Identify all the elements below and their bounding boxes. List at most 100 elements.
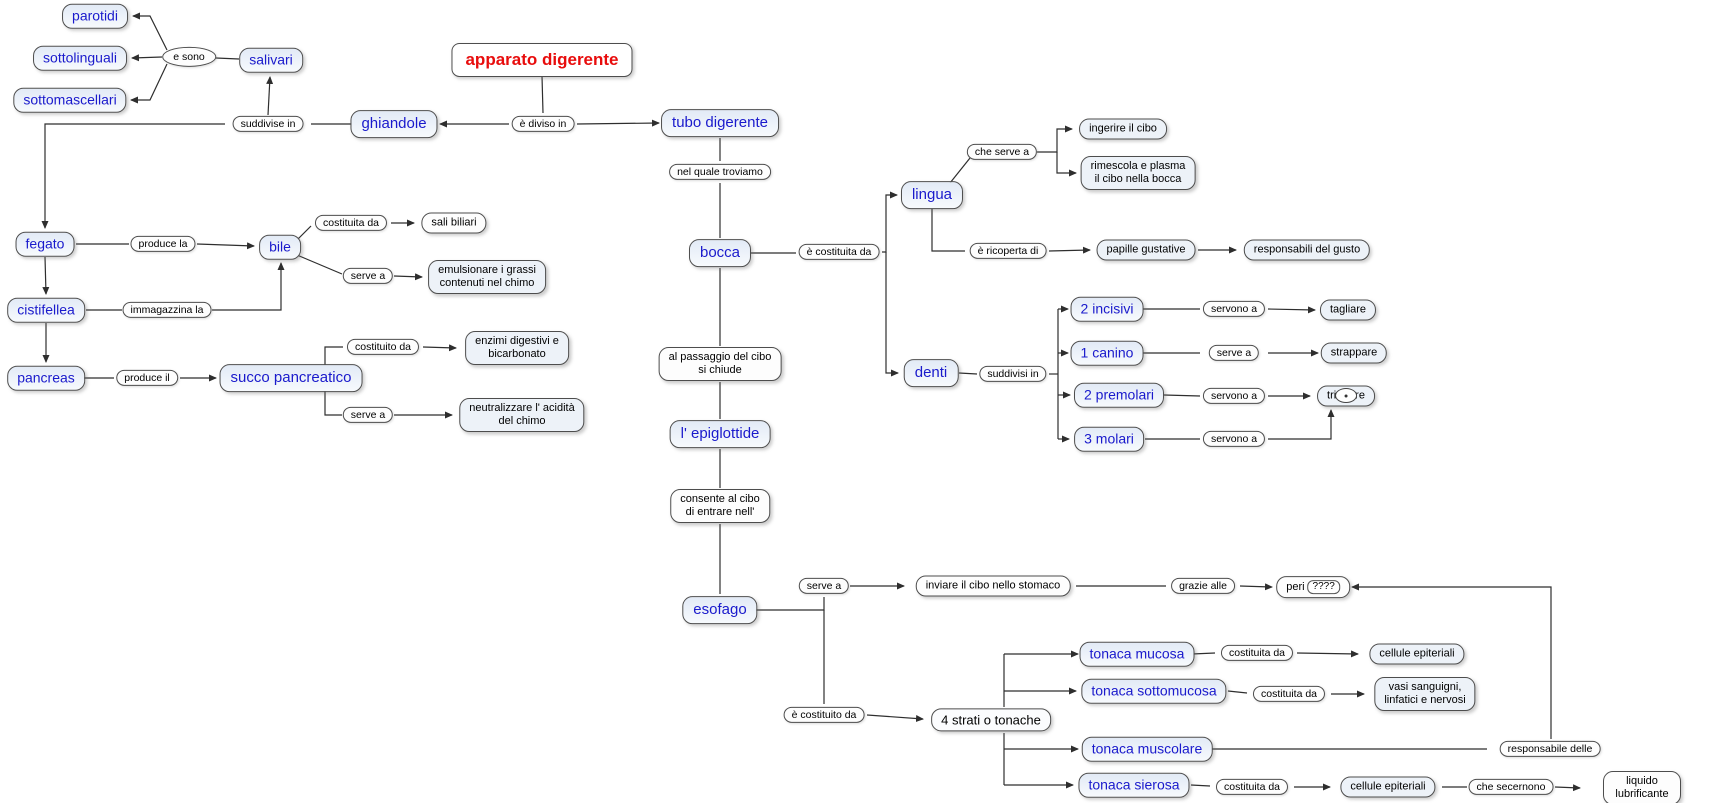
node-consente[interactable]: consente al cibo di entrare nell' — [670, 489, 770, 523]
node-responsabili-gusto[interactable]: responsabili del gusto — [1243, 239, 1371, 261]
node-label: fegato — [25, 235, 65, 252]
node-produce-la[interactable]: produce la — [130, 235, 196, 253]
node-e-costituito-da[interactable]: è costituito da — [783, 706, 865, 724]
node-che-secernono[interactable]: che secernono — [1468, 778, 1554, 796]
edge — [296, 225, 312, 241]
node-premolari[interactable]: 2 premolari — [1073, 382, 1165, 408]
node-lingua[interactable]: lingua — [900, 181, 964, 209]
node-serve-a-esofago[interactable]: serve a — [798, 577, 850, 595]
node-tagliare[interactable]: tagliare — [1319, 299, 1377, 321]
node-label: papille gustative — [1106, 243, 1186, 256]
node-inviare[interactable]: inviare il cibo nello stomaco — [915, 575, 1071, 597]
node-label: è diviso in — [519, 117, 567, 130]
node-salivari[interactable]: salivari — [239, 47, 303, 73]
node-vasi[interactable]: vasi sanguigni, linfatici e nervosi — [1374, 677, 1476, 711]
node-label: è costituita da — [806, 245, 872, 258]
node-parotidi[interactable]: parotidi — [62, 3, 128, 29]
node-suddivise-in[interactable]: suddivise in — [232, 115, 304, 133]
node-label: produce il — [124, 371, 170, 384]
node-label: costituita da — [1260, 687, 1318, 700]
node-e-costituita-da[interactable]: è costituita da — [798, 243, 880, 261]
node-pancreas[interactable]: pancreas — [7, 365, 85, 391]
node-che-serve-a[interactable]: che serve a — [966, 143, 1038, 161]
node-grazie-alle[interactable]: grazie alle — [1171, 577, 1235, 595]
node-fegato[interactable]: fegato — [15, 231, 75, 257]
node-serve-a-bile[interactable]: serve a — [342, 267, 394, 285]
node-tonaca-mucosa[interactable]: tonaca mucosa — [1079, 641, 1195, 667]
node-cistifellea[interactable]: cistifellea — [7, 297, 85, 323]
artifact-ellipse-icon — [1335, 388, 1357, 404]
node-costituito-da-succo[interactable]: costituito da — [346, 338, 420, 356]
node-ghiandole[interactable]: ghiandole — [350, 110, 438, 138]
node-apparato-digerente[interactable]: apparato digerente — [451, 42, 633, 78]
edge — [576, 119, 660, 127]
node-strati[interactable]: 4 strati o tonache — [931, 708, 1051, 732]
node-cellule-epiteriali-2[interactable]: cellule epiteriali — [1340, 776, 1436, 798]
node-servono-a-molari[interactable]: servono a — [1202, 430, 1266, 448]
node-bocca[interactable]: bocca — [688, 239, 752, 267]
node-nel-quale-troviamo[interactable]: nel quale troviamo — [669, 163, 771, 181]
node-epiglottide[interactable]: l' epiglottide — [669, 420, 771, 448]
edge — [196, 242, 255, 250]
node-peristalsi[interactable]: peri???? — [1276, 576, 1350, 598]
node-tubo-digerente[interactable]: tubo digerente — [661, 109, 779, 137]
node-suddivisi-in[interactable]: suddivisi in — [979, 365, 1047, 383]
node-tonaca-muscolare[interactable]: tonaca muscolare — [1081, 736, 1213, 762]
node-sottomascellari[interactable]: sottomascellari — [13, 87, 127, 113]
node-sottolinguali[interactable]: sottolinguali — [33, 45, 127, 71]
edge — [1554, 784, 1581, 792]
node-molari[interactable]: 3 molari — [1074, 426, 1144, 452]
node-label: costituita da — [322, 216, 380, 229]
node-tonaca-sottomucosa[interactable]: tonaca sottomucosa — [1081, 678, 1227, 704]
node-e-sono[interactable]: e sono — [162, 46, 216, 68]
node-neutralizzare[interactable]: neutralizzare l' acidità del chimo — [459, 398, 585, 432]
node-label: 1 canino — [1080, 344, 1134, 361]
node-al-passaggio[interactable]: al passaggio del cibo si chiude — [658, 347, 782, 381]
node-costituita-da-bile[interactable]: costituita da — [314, 214, 388, 232]
node-sali-biliari[interactable]: sali biliari — [421, 212, 487, 234]
node-label: che serve a — [974, 145, 1030, 158]
node-produce-il[interactable]: produce il — [116, 369, 178, 387]
node-liquido[interactable]: liquido lubrificante — [1603, 771, 1681, 803]
node-esofago[interactable]: esofago — [682, 596, 758, 624]
node-papille[interactable]: papille gustative — [1096, 239, 1196, 261]
node-costituita-da-sottomucosa[interactable]: costituita da — [1252, 685, 1326, 703]
edge — [885, 252, 899, 377]
node-canino[interactable]: 1 canino — [1070, 340, 1144, 366]
node-strappare[interactable]: strappare — [1320, 342, 1388, 364]
edge — [866, 714, 924, 722]
node-denti[interactable]: denti — [903, 359, 959, 387]
node-label: 2 incisivi — [1080, 300, 1134, 317]
edge — [41, 123, 225, 229]
node-servono-a-incisivi[interactable]: servono a — [1202, 300, 1266, 318]
node-emulsionare[interactable]: emulsionare i grassi contenuti nel chimo — [428, 260, 546, 294]
node-immagazzina-la[interactable]: immagazzina la — [122, 301, 212, 319]
node-costituita-da-mucosa[interactable]: costituita da — [1220, 644, 1294, 662]
edge — [1351, 583, 1552, 739]
node-e-diviso-in[interactable]: è diviso in — [511, 115, 575, 133]
node-bile[interactable]: bile — [259, 234, 301, 260]
node-label: costituito da — [354, 340, 412, 353]
edge — [215, 57, 240, 60]
edge — [1037, 125, 1073, 153]
node-e-ricoperta-di[interactable]: è ricoperta di — [969, 242, 1047, 260]
node-label: grazie alle — [1179, 579, 1227, 592]
node-tonaca-sierosa[interactable]: tonaca sierosa — [1078, 772, 1190, 798]
node-rimescola[interactable]: rimescola e plasma il cibo nella bocca — [1080, 156, 1196, 190]
node-triturare[interactable]: triturare — [1317, 385, 1375, 407]
edge — [422, 344, 457, 352]
node-succo-pancreatico[interactable]: succo pancreatico — [219, 364, 363, 392]
node-enzimi[interactable]: enzimi digestivi e bicarbonato — [465, 331, 569, 365]
node-serve-a-succo[interactable]: serve a — [342, 406, 394, 424]
node-costituita-da-sierosa[interactable]: costituita da — [1215, 778, 1289, 796]
node-serve-a-canino[interactable]: serve a — [1208, 344, 1260, 362]
edge — [931, 209, 965, 252]
node-incisivi[interactable]: 2 incisivi — [1070, 296, 1144, 322]
node-label: serve a — [350, 408, 386, 421]
edge — [393, 273, 423, 281]
node-servono-a-premolari[interactable]: servono a — [1202, 387, 1266, 405]
node-ingerire[interactable]: ingerire il cibo — [1079, 118, 1167, 140]
edge — [1190, 784, 1211, 787]
node-cellule-epiteriali-1[interactable]: cellule epiteriali — [1369, 643, 1465, 665]
node-responsabile-delle[interactable]: responsabile delle — [1499, 740, 1601, 758]
